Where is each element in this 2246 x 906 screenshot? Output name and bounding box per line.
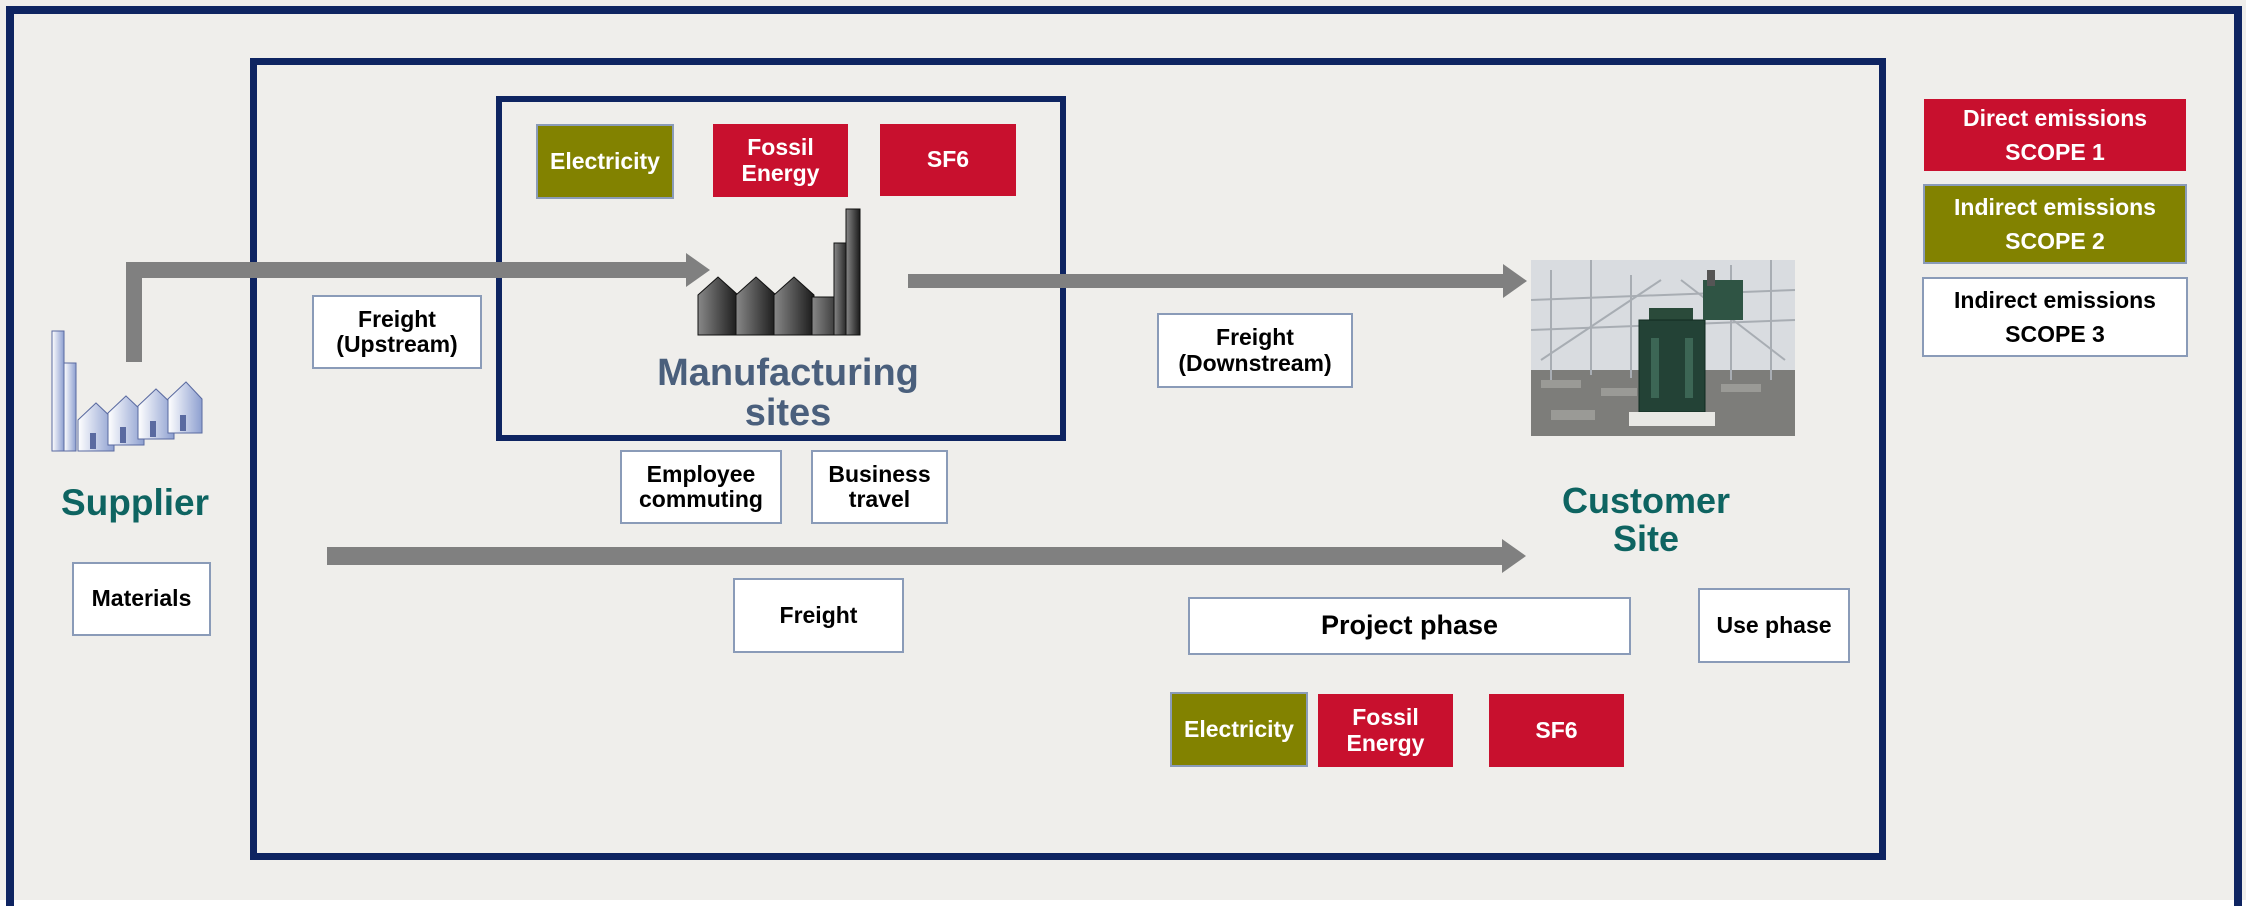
supplier-factory-icon: [51, 330, 203, 452]
customer-site-photo: [1531, 260, 1795, 436]
freight-downstream-box: Freight (Downstream): [1157, 313, 1353, 388]
supplier-riser-arrow: [126, 262, 142, 362]
business-travel-box: Business travel: [811, 450, 948, 524]
downstream-arrowhead: [1503, 264, 1527, 298]
employee-commuting-box: Employee commuting: [620, 450, 782, 524]
site-fossil-energy-box: Fossil Energy: [1318, 694, 1453, 767]
manufacturing-label: Manufacturing sites: [657, 352, 919, 434]
freight-arrow: [327, 547, 1503, 565]
freight-box: Freight: [733, 578, 904, 653]
site-electricity-box: Electricity: [1170, 692, 1308, 767]
upstream-arrowhead: [686, 253, 710, 287]
manufacturing-sf6-box: SF6: [880, 124, 1016, 196]
customer-site-label: Customer Site: [1561, 480, 1731, 559]
manufacturing-fossil-energy-box: Fossil Energy: [713, 124, 848, 197]
legend-scope1-box: Direct emissions SCOPE 1: [1924, 99, 2186, 171]
legend-scope2-box: Indirect emissions SCOPE 2: [1923, 184, 2187, 264]
legend-scope3-box: Indirect emissions SCOPE 3: [1922, 277, 2188, 357]
use-phase-box: Use phase: [1698, 588, 1850, 663]
freight-arrowhead: [1502, 539, 1526, 573]
supplier-label: Supplier: [60, 482, 210, 523]
manufacturing-electricity-box: Electricity: [536, 124, 674, 199]
downstream-arrow: [908, 274, 1504, 288]
outer-frame: [6, 6, 2242, 906]
site-sf6-box: SF6: [1489, 694, 1624, 767]
materials-box: Materials: [72, 562, 211, 636]
manufacturing-factory-icon: [697, 208, 861, 336]
value-chain-frame: [250, 58, 1886, 860]
project-phase-box: Project phase: [1188, 597, 1631, 655]
freight-upstream-box: Freight (Upstream): [312, 295, 482, 369]
upstream-arrow: [126, 262, 686, 278]
